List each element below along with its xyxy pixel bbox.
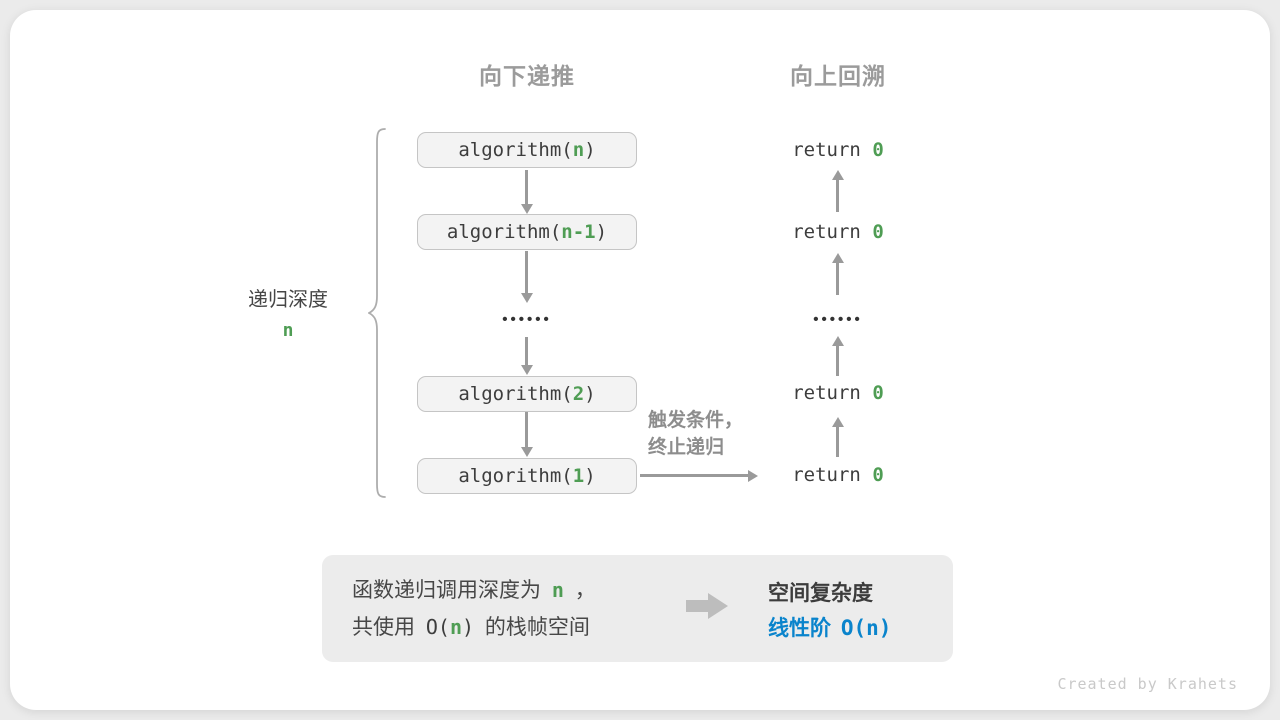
call-close: ) [584, 139, 596, 161]
summary-line1: 函数递归调用深度为 n ， [352, 578, 596, 603]
arrow-down-icon [525, 337, 528, 365]
arrow-down-icon [525, 251, 528, 293]
return-ellipsis: •••••• [813, 311, 863, 328]
return-row: return 0 [756, 138, 920, 162]
call-arg: 1 [572, 465, 585, 487]
return-value: 0 [872, 221, 884, 243]
return-text: return [792, 382, 873, 404]
call-text: algorithm( [458, 465, 573, 487]
summary-line1-comma: ， [574, 579, 596, 602]
curly-brace-icon [368, 128, 386, 498]
arrow-up-icon [836, 427, 839, 457]
summary-line2-bigo-close: ) [461, 615, 475, 639]
result-title: 空间复杂度 [768, 582, 873, 605]
call-arg: n [572, 139, 585, 161]
return-text: return [792, 464, 873, 486]
call-text: algorithm( [458, 383, 573, 405]
implies-arrow-icon [686, 593, 728, 619]
return-row: return 0 [756, 381, 920, 405]
call-box-n-1: algorithm(n-1) [417, 214, 637, 250]
base-case-annotation-line1: 触发条件， [648, 410, 744, 431]
call-box-2: algorithm(2) [417, 376, 637, 412]
return-row: return 0 [756, 463, 920, 487]
summary-line1-text: 函数递归调用深度为 [352, 579, 541, 602]
return-row: return 0 [756, 220, 920, 244]
arrow-down-icon [525, 170, 528, 204]
result-order-label: 线性阶 [768, 617, 831, 640]
return-text: return [792, 139, 873, 161]
result-big-o: O(n) [840, 616, 892, 640]
header-backtrack-up: 向上回溯 [790, 63, 886, 89]
call-arg: n-1 [561, 221, 596, 243]
summary-line1-n: n [551, 578, 564, 602]
summary-line2: 共使用 O(n) 的栈帧空间 [352, 615, 590, 640]
call-box-n: algorithm(n) [417, 132, 637, 168]
depth-value: n [282, 320, 294, 341]
summary-line2-bigo-open: O( [425, 615, 450, 639]
result-line: 线性阶 O(n) [768, 612, 891, 642]
arrow-right-icon [640, 474, 748, 477]
call-arg: 2 [572, 383, 585, 405]
stack-ellipsis: •••••• [502, 311, 552, 328]
credit-text: Created by Krahets [1057, 675, 1238, 693]
return-value: 0 [872, 382, 884, 404]
arrow-up-icon [836, 346, 839, 376]
arrow-up-icon [836, 180, 839, 212]
call-close: ) [584, 383, 596, 405]
arrow-up-icon [836, 263, 839, 295]
call-close: ) [595, 221, 608, 243]
summary-line2-text: 共使用 [352, 616, 415, 639]
return-value: 0 [872, 139, 884, 161]
summary-line2-n: n [449, 615, 462, 639]
return-value: 0 [872, 464, 884, 486]
return-text: return [792, 221, 873, 243]
call-close: ) [584, 465, 596, 487]
arrow-down-icon [525, 412, 528, 447]
summary-box [322, 555, 953, 662]
call-text: algorithm( [458, 139, 573, 161]
call-box-1: algorithm(1) [417, 458, 637, 494]
summary-line2-tail: 的栈帧空间 [484, 616, 590, 639]
call-text: algorithm( [446, 221, 562, 243]
header-recurse-down: 向下递推 [479, 63, 575, 89]
depth-label: 递归深度 [248, 289, 328, 311]
base-case-annotation-line2: 终止递归 [648, 437, 725, 458]
